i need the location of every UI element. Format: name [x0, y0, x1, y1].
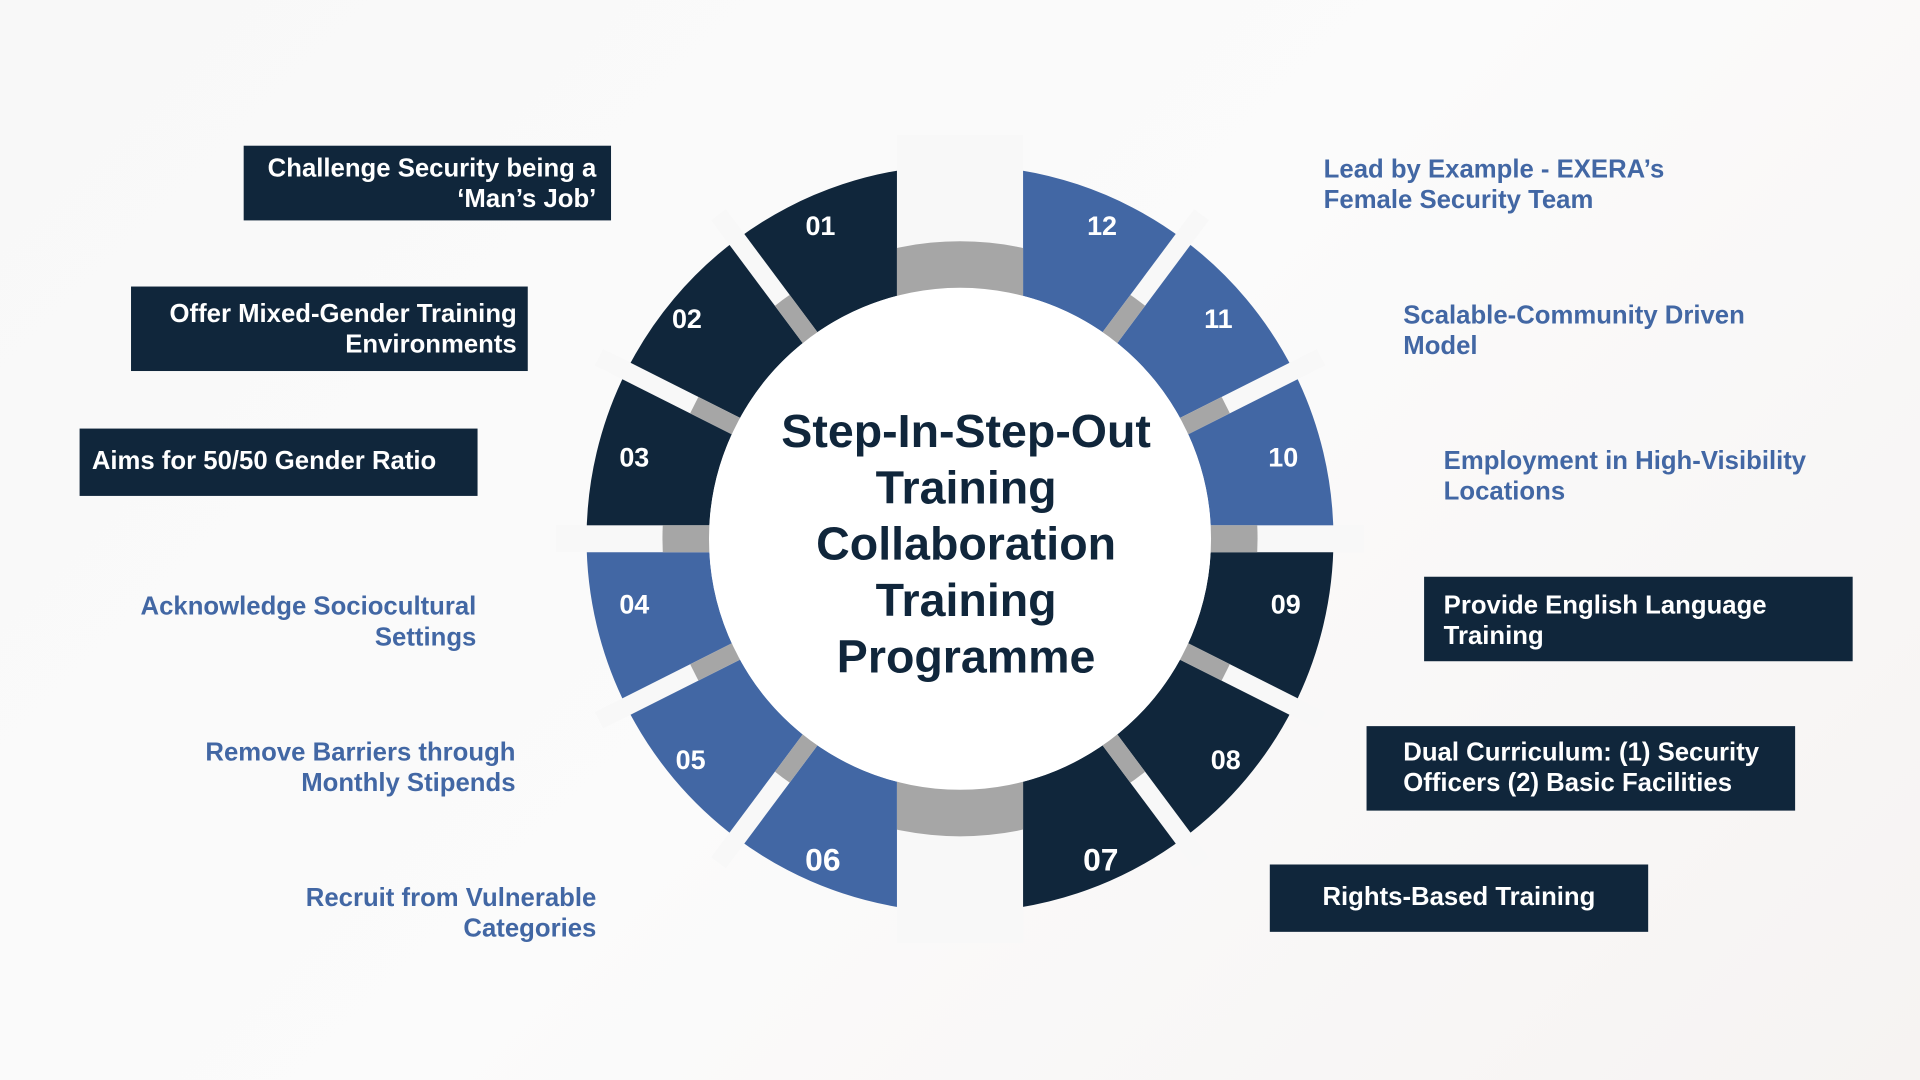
center-circle: [708, 287, 1212, 790]
segment-number-03: 03: [619, 443, 649, 473]
item-text: ‘Man’s Job’: [457, 184, 597, 214]
item-text: Challenge Security being a: [267, 154, 597, 183]
item-text: Aims for 50/50 Gender Ratio: [91, 446, 437, 476]
item-text: Recruit from Vulnerable: [305, 884, 597, 913]
segment-number-04: 04: [619, 589, 649, 619]
item-text: Acknowledge Sociocultural: [140, 592, 477, 621]
item-text: Offer Mixed-Gender Training: [169, 300, 517, 329]
item-text: Scalable-Community Driven: [1403, 301, 1745, 330]
item-03-box: Aims for 50/50 Gender Ratio: [79, 428, 478, 496]
segment-number-11: 11: [1204, 304, 1232, 334]
item-text: Lead by Example - EXERA’s: [1323, 155, 1665, 184]
item-text: Categories: [463, 914, 597, 943]
title-line: Step-In-Step-Out: [781, 406, 1151, 458]
item-09-box: Provide English Language Training: [1424, 576, 1853, 662]
item-04-text: Acknowledge Sociocultural Settings: [141, 591, 477, 652]
item-11-text: Scalable-Community Driven Model: [1403, 300, 1745, 361]
item-text: Locations: [1443, 477, 1566, 506]
item-text: Remove Barriers through: [205, 738, 516, 767]
item-10-text: Employment in High-Visibility Locations: [1444, 446, 1806, 507]
segment-number-09: 09: [1271, 589, 1301, 619]
segment-number-01: 01: [805, 211, 835, 241]
item-text: Employment in High-Visibility: [1443, 446, 1807, 476]
segment-number-12: 12: [1087, 211, 1117, 241]
item-text: Environments: [345, 330, 517, 359]
segment-number-08: 08: [1211, 745, 1241, 775]
segment-number-06: 06: [805, 842, 840, 878]
item-text: Training: [1443, 622, 1544, 651]
item-07-box: Rights-Based Training: [1269, 864, 1649, 932]
segment-number-05: 05: [676, 745, 706, 775]
item-08-box: Dual Curriculum: (1) Security Officers (…: [1366, 726, 1796, 811]
item-06-text: Recruit from Vulnerable Categories: [306, 883, 597, 944]
title-line: Programme: [836, 631, 1096, 684]
segment-number-10: 10: [1268, 443, 1298, 473]
center-title: Step-In-Step-Out Training Collaboration …: [715, 404, 1217, 686]
segment-number-07: 07: [1083, 842, 1118, 878]
title-line: Training: [875, 462, 1057, 515]
item-02-box: Offer Mixed-Gender Training Environments: [131, 286, 528, 372]
title-line: Collaboration: [816, 519, 1117, 571]
item-text: Female Security Team: [1323, 186, 1594, 215]
item-01-box: Challenge Security being a ‘Man’s Job’: [243, 145, 612, 221]
item-text: Model: [1403, 331, 1478, 361]
item-text: Rights-Based Training: [1322, 882, 1596, 912]
item-05-text: Remove Barriers through Monthly Stipends: [205, 737, 515, 798]
item-text: Dual Curriculum: (1) Security: [1403, 738, 1760, 767]
title-line: Training: [875, 575, 1057, 627]
item-text: Provide English Language: [1443, 591, 1767, 620]
item-text: Monthly Stipends: [301, 768, 516, 798]
segment-number-02: 02: [672, 304, 702, 334]
item-text: Settings: [374, 623, 477, 652]
item-12-text: Lead by Example - EXERA’s Female Securit…: [1324, 154, 1665, 215]
item-text: Officers (2) Basic Facilities: [1403, 768, 1732, 798]
